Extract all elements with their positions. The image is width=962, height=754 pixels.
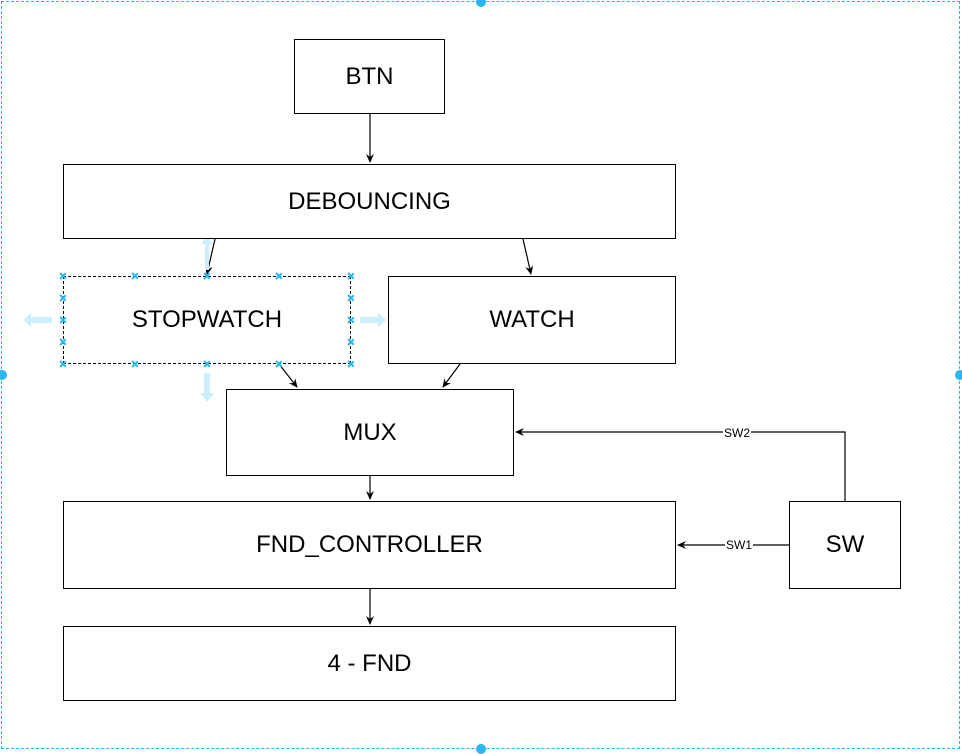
connect-arrow-right-icon[interactable] xyxy=(360,313,386,327)
edge-debouncing-watch[interactable] xyxy=(522,238,534,275)
resize-handle[interactable] xyxy=(59,338,67,346)
node-fnd-controller-label: FND_CONTROLLER xyxy=(256,531,483,558)
node-sw[interactable]: SW xyxy=(789,501,901,589)
resize-handle[interactable] xyxy=(347,294,355,302)
node-fnd[interactable]: 4 - FND xyxy=(63,626,676,701)
frame-handle-right[interactable] xyxy=(955,370,962,380)
resize-handle[interactable] xyxy=(59,316,67,324)
node-watch-label: WATCH xyxy=(489,306,575,333)
resize-handle[interactable] xyxy=(59,272,67,280)
node-fnd-label: 4 - FND xyxy=(327,649,412,677)
resize-handle[interactable] xyxy=(203,360,211,368)
resize-handle[interactable] xyxy=(131,272,139,280)
frame-handle-left[interactable] xyxy=(0,370,7,380)
node-mux[interactable]: MUX xyxy=(226,389,514,476)
node-watch[interactable]: WATCH xyxy=(388,276,676,364)
resize-handle[interactable] xyxy=(59,294,67,302)
resize-handle[interactable] xyxy=(347,360,355,368)
resize-handle[interactable] xyxy=(275,360,283,368)
resize-handle[interactable] xyxy=(59,360,67,368)
resize-handle[interactable] xyxy=(203,272,211,280)
edge-label-sw2[interactable]: SW2 xyxy=(722,426,752,440)
resize-handle[interactable] xyxy=(275,272,283,280)
resize-handle[interactable] xyxy=(347,338,355,346)
frame-handle-bottom[interactable] xyxy=(476,744,486,754)
node-btn[interactable]: BTN xyxy=(294,39,445,114)
frame-handle-top[interactable] xyxy=(476,0,486,7)
edge-label-sw1[interactable]: SW1 xyxy=(724,538,754,552)
edge-sw-mux[interactable] xyxy=(515,428,846,501)
node-stopwatch[interactable]: STOPWATCH xyxy=(63,276,351,364)
node-debouncing[interactable]: DEBOUNCING xyxy=(63,164,676,239)
node-sw-label: SW xyxy=(825,531,865,558)
node-stopwatch-label: STOPWATCH xyxy=(131,306,283,333)
connect-arrow-left-icon[interactable] xyxy=(23,313,52,327)
resize-handle[interactable] xyxy=(347,316,355,324)
connect-arrow-up-icon[interactable] xyxy=(201,236,213,270)
node-mux-label: MUX xyxy=(343,418,397,446)
node-debouncing-label: DEBOUNCING xyxy=(288,187,451,215)
connect-arrow-down-icon[interactable] xyxy=(200,373,214,402)
node-btn-label: BTN xyxy=(345,62,394,90)
resize-handle[interactable] xyxy=(131,360,139,368)
edge-watch-mux[interactable] xyxy=(442,363,461,388)
resize-handle[interactable] xyxy=(347,272,355,280)
node-fnd-controller[interactable]: FND_CONTROLLER xyxy=(63,501,676,589)
